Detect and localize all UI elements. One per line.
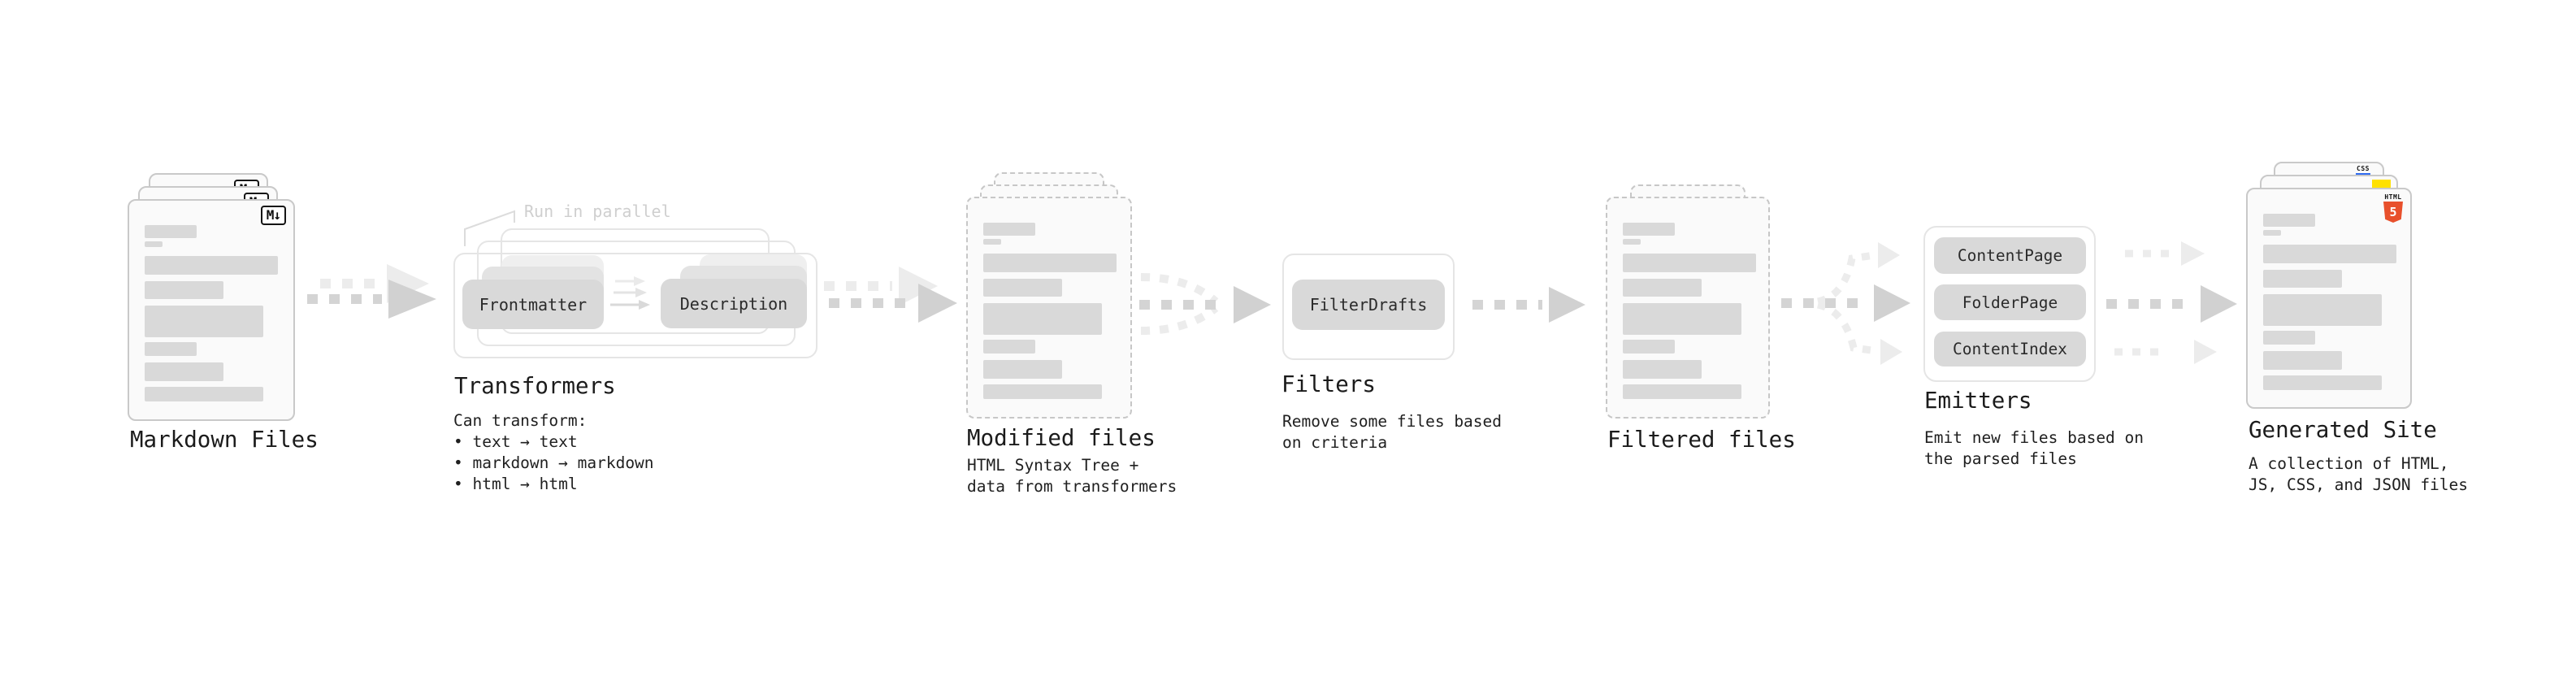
modified-files-caption: HTML Syntax Tree + data from transformer… — [967, 456, 1177, 496]
doc-content-bar — [983, 340, 1035, 354]
doc-content-bar — [983, 384, 1102, 399]
doc-content-bar — [2263, 245, 2396, 263]
doc-content-bar — [1623, 384, 1741, 399]
doc-content-bar — [983, 254, 1117, 272]
emitter-folderpage-chip: FolderPage — [1934, 284, 2086, 320]
doc-content-bar — [1623, 254, 1756, 272]
doc-content-bar — [2263, 214, 2315, 227]
filters-box — [1282, 254, 1455, 360]
doc-content-bar — [983, 239, 1001, 245]
arrow-transformers-to-modified — [824, 267, 957, 323]
doc-content-bar — [145, 362, 223, 381]
doc-content-bar — [2263, 351, 2342, 370]
generated-site-caption: A collection of HTML, JS, CSS, and JSON … — [2249, 454, 2469, 494]
doc-content-bar — [145, 306, 263, 337]
doc-content-bar — [1623, 279, 1702, 297]
doc-content-bar — [983, 223, 1035, 236]
doc-content-bar — [983, 303, 1102, 335]
markdown-icon: M↓ — [260, 206, 286, 225]
transformers-box-front — [453, 253, 817, 358]
stage-label-transformers: Transformers — [454, 373, 616, 399]
doc-content-bar — [145, 225, 197, 238]
doc-content-bar — [983, 279, 1062, 297]
arrow-modified-to-filters — [1139, 273, 1271, 335]
transformer-frontmatter-chip: Frontmatter — [462, 280, 604, 329]
arrow-filtered-to-emitters — [1781, 242, 1910, 365]
doc-content-bar — [1623, 223, 1675, 236]
doc-content-bar — [145, 241, 163, 247]
html5-icon: HTML 5 — [2383, 193, 2404, 223]
arrow-filters-to-filtered — [1472, 287, 1585, 323]
doc-content-bar — [2263, 294, 2382, 326]
stage-label-filters: Filters — [1281, 371, 1376, 397]
doc-content-bar — [2263, 375, 2382, 390]
filters-caption: Remove some files based on criteria — [1282, 412, 1503, 452]
generated-doc-html: HTML 5 — [2246, 188, 2412, 409]
filtered-doc-front — [1606, 197, 1770, 419]
doc-content-bar — [1623, 340, 1675, 354]
transformer-description-chip: Description — [661, 279, 807, 328]
modified-doc-front — [966, 197, 1132, 419]
html5-shield: 5 — [2383, 202, 2403, 223]
doc-content-bar — [983, 360, 1062, 379]
doc-content-bar — [2263, 331, 2315, 345]
stage-label-emitters: Emitters — [1924, 388, 2032, 414]
doc-content-bar — [145, 342, 197, 356]
doc-content-bar — [2263, 230, 2281, 236]
js-file-icon — [2372, 180, 2391, 190]
run-in-parallel-note: Run in parallel — [524, 202, 671, 221]
arrow-emitters-to-generated — [2106, 241, 2237, 364]
run-in-parallel-leader-line — [464, 210, 515, 246]
transformers-caption: Can transform: • text → text • markdown … — [453, 411, 654, 493]
markdown-doc-front: M↓ — [128, 199, 295, 421]
stage-label-generated-site: Generated Site — [2249, 417, 2437, 443]
doc-content-bar — [145, 281, 223, 299]
stage-label-markdown-files: Markdown Files — [130, 427, 319, 453]
doc-content-bar — [1623, 303, 1741, 335]
doc-content-bar — [145, 387, 263, 401]
arrow-markdown-to-transformers — [307, 264, 436, 319]
emitter-contentpage-chip: ContentPage — [1934, 237, 2086, 274]
stage-label-filtered-files: Filtered files — [1607, 427, 1796, 453]
doc-content-bar — [145, 256, 278, 275]
emitter-contentindex-chip: ContentIndex — [1934, 332, 2086, 367]
doc-content-bar — [1623, 360, 1702, 379]
emitters-caption: Emit new files based on the parsed files — [1924, 428, 2144, 468]
stage-label-modified-files: Modified files — [967, 425, 1156, 451]
doc-content-bar — [1623, 239, 1641, 245]
transformer-parallel-arrows — [610, 276, 650, 310]
emitters-box — [1923, 226, 2096, 382]
filter-filterdrafts-chip: FilterDrafts — [1292, 280, 1445, 330]
doc-content-bar — [2263, 270, 2342, 288]
